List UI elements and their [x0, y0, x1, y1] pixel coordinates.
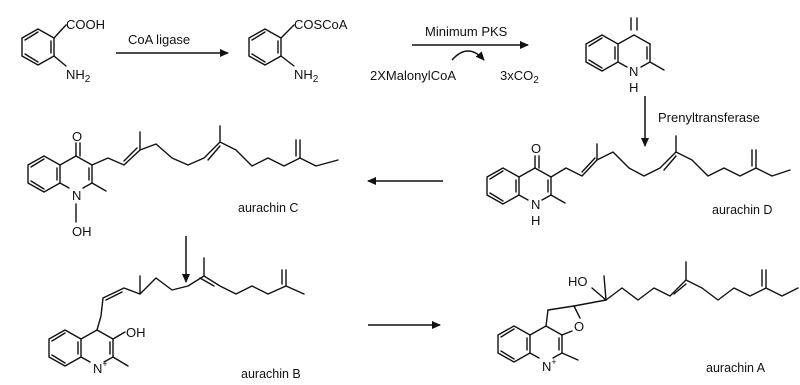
anthranilic-acid-structure: COOH NH2 — [21, 17, 105, 85]
o-label: O — [72, 129, 82, 144]
aurachin-a-name: aurachin A — [706, 361, 766, 375]
n-label: N — [72, 188, 81, 203]
aurachin-c-name: aurachin C — [238, 201, 298, 215]
minimum-pks-label: Minimum PKS — [425, 24, 508, 39]
h-label: H — [629, 80, 638, 95]
malonyl-coa-label: 2XMalonylCoA — [370, 68, 456, 83]
prenyltransferase-label: Prenyltransferase — [658, 110, 760, 125]
oh-label: OH — [126, 325, 146, 340]
aurachin-c-structure: O N OH — [27, 125, 339, 239]
co-substrate-curve-arrow — [451, 50, 485, 61]
ho-label: HO — [568, 274, 588, 289]
nh2-label: NH2 — [66, 67, 91, 85]
aurachin-a-structure: O N+ HO — [497, 261, 799, 374]
nh2-label: NH2 — [294, 67, 319, 85]
aurachin-d-name: aurachin D — [712, 203, 772, 217]
anthraniloyl-coa-structure: COSCoA NH2 — [248, 17, 348, 85]
oh-label: OH — [72, 224, 92, 239]
aurachin-d-structure: O N H — [486, 135, 791, 228]
n-label: N — [629, 64, 638, 79]
coscoa-label: COSCoA — [294, 17, 348, 32]
n-plus-label: N+ — [542, 357, 557, 374]
co2-label: 3xCO2 — [500, 68, 539, 86]
aurachin-b-name: aurachin B — [241, 367, 301, 381]
h-label: H — [531, 213, 540, 228]
o-label: O — [574, 319, 584, 334]
cooh-label: COOH — [66, 17, 105, 32]
n-label: N — [531, 197, 540, 212]
o-label: O — [531, 141, 541, 156]
aurachin-b-structure: OH N+ — [48, 257, 305, 376]
n-plus-label: N+ — [93, 359, 108, 376]
coa-ligase-label: CoA ligase — [128, 32, 190, 47]
quinolone-core-structure: N H — [585, 17, 665, 95]
